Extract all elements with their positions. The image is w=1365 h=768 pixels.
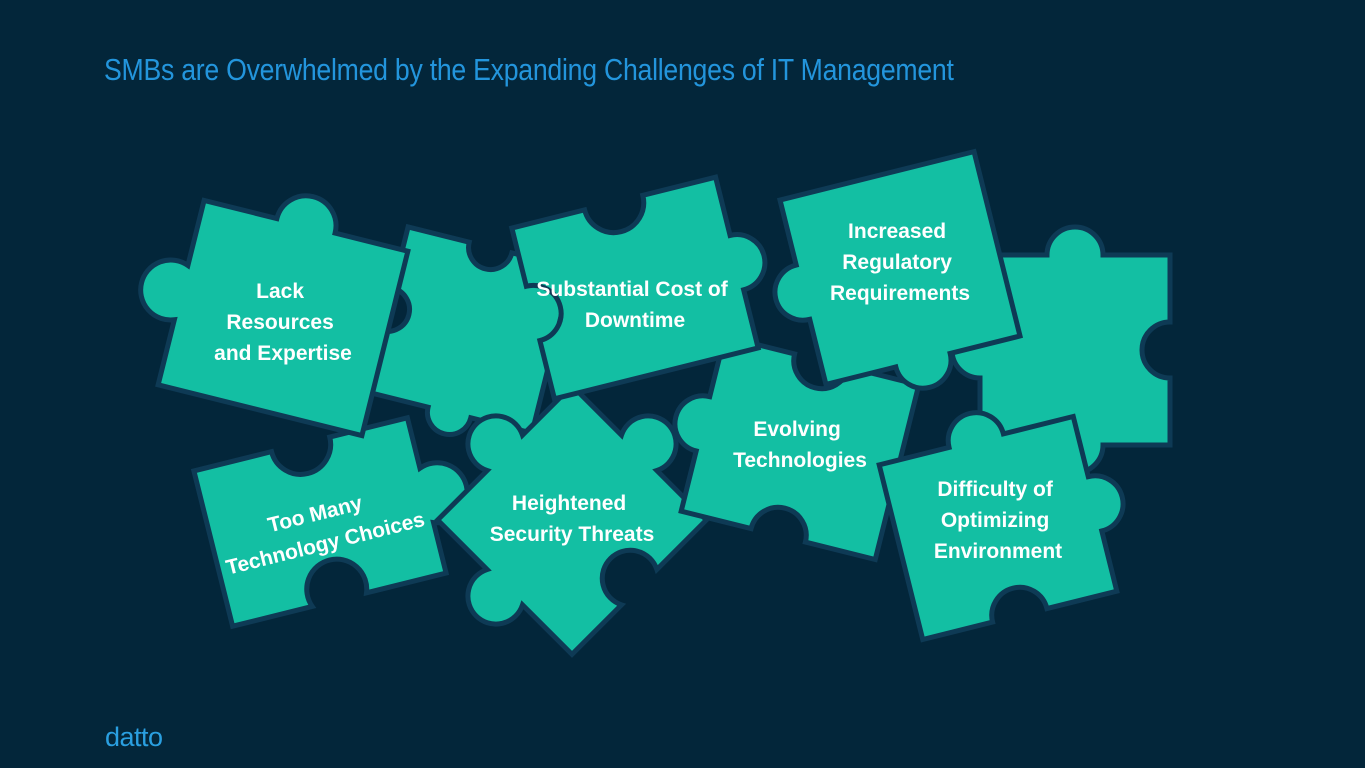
piece-line: and Expertise bbox=[214, 342, 352, 365]
puzzle-piece-choices: Too Many Technology Choices bbox=[190, 414, 470, 630]
puzzle-piece-evolving: Evolving Technologies bbox=[672, 333, 922, 563]
piece-line: Downtime bbox=[585, 309, 685, 332]
piece-line: Optimizing bbox=[941, 509, 1050, 532]
piece-line: Lack bbox=[256, 280, 304, 303]
piece-label-evolving: Evolving Technologies bbox=[733, 418, 867, 472]
piece-label-regulatory: Increased Regulatory Requirements bbox=[830, 220, 970, 305]
piece-line: Technologies bbox=[733, 449, 867, 472]
puzzle-piece-difficulty: Difficulty of Optimizing Environment bbox=[876, 410, 1126, 643]
piece-line: Heightened bbox=[512, 492, 626, 515]
puzzle-piece-regulatory: Increased Regulatory Requirements bbox=[772, 148, 1024, 391]
piece-line: Resources bbox=[226, 311, 333, 334]
piece-label-cost: Substantial Cost of Downtime bbox=[536, 278, 733, 332]
piece-line: Security Threats bbox=[490, 523, 655, 546]
piece-line: Substantial Cost of bbox=[536, 278, 728, 301]
datto-logo: datto bbox=[105, 722, 163, 752]
puzzle-piece-cost: Substantial Cost of Downtime bbox=[508, 174, 768, 402]
piece-line: Increased bbox=[848, 220, 946, 243]
piece-line: Difficulty of bbox=[937, 478, 1053, 501]
piece-line: Requirements bbox=[830, 282, 970, 305]
puzzle-piece-lack: Lack Resources and Expertise bbox=[138, 193, 411, 439]
piece-line: Evolving bbox=[753, 418, 841, 441]
puzzle-piece-security: Heightened Security Threats bbox=[434, 382, 710, 658]
piece-line: Regulatory bbox=[842, 251, 952, 274]
piece-label-lack: Lack Resources and Expertise bbox=[214, 280, 352, 365]
piece-label-difficulty: Difficulty of Optimizing Environment bbox=[934, 478, 1062, 563]
slide-title: SMBs are Overwhelmed by the Expanding Ch… bbox=[104, 52, 954, 87]
piece-line: Environment bbox=[934, 540, 1062, 563]
piece-label-security: Heightened Security Threats bbox=[490, 492, 655, 546]
